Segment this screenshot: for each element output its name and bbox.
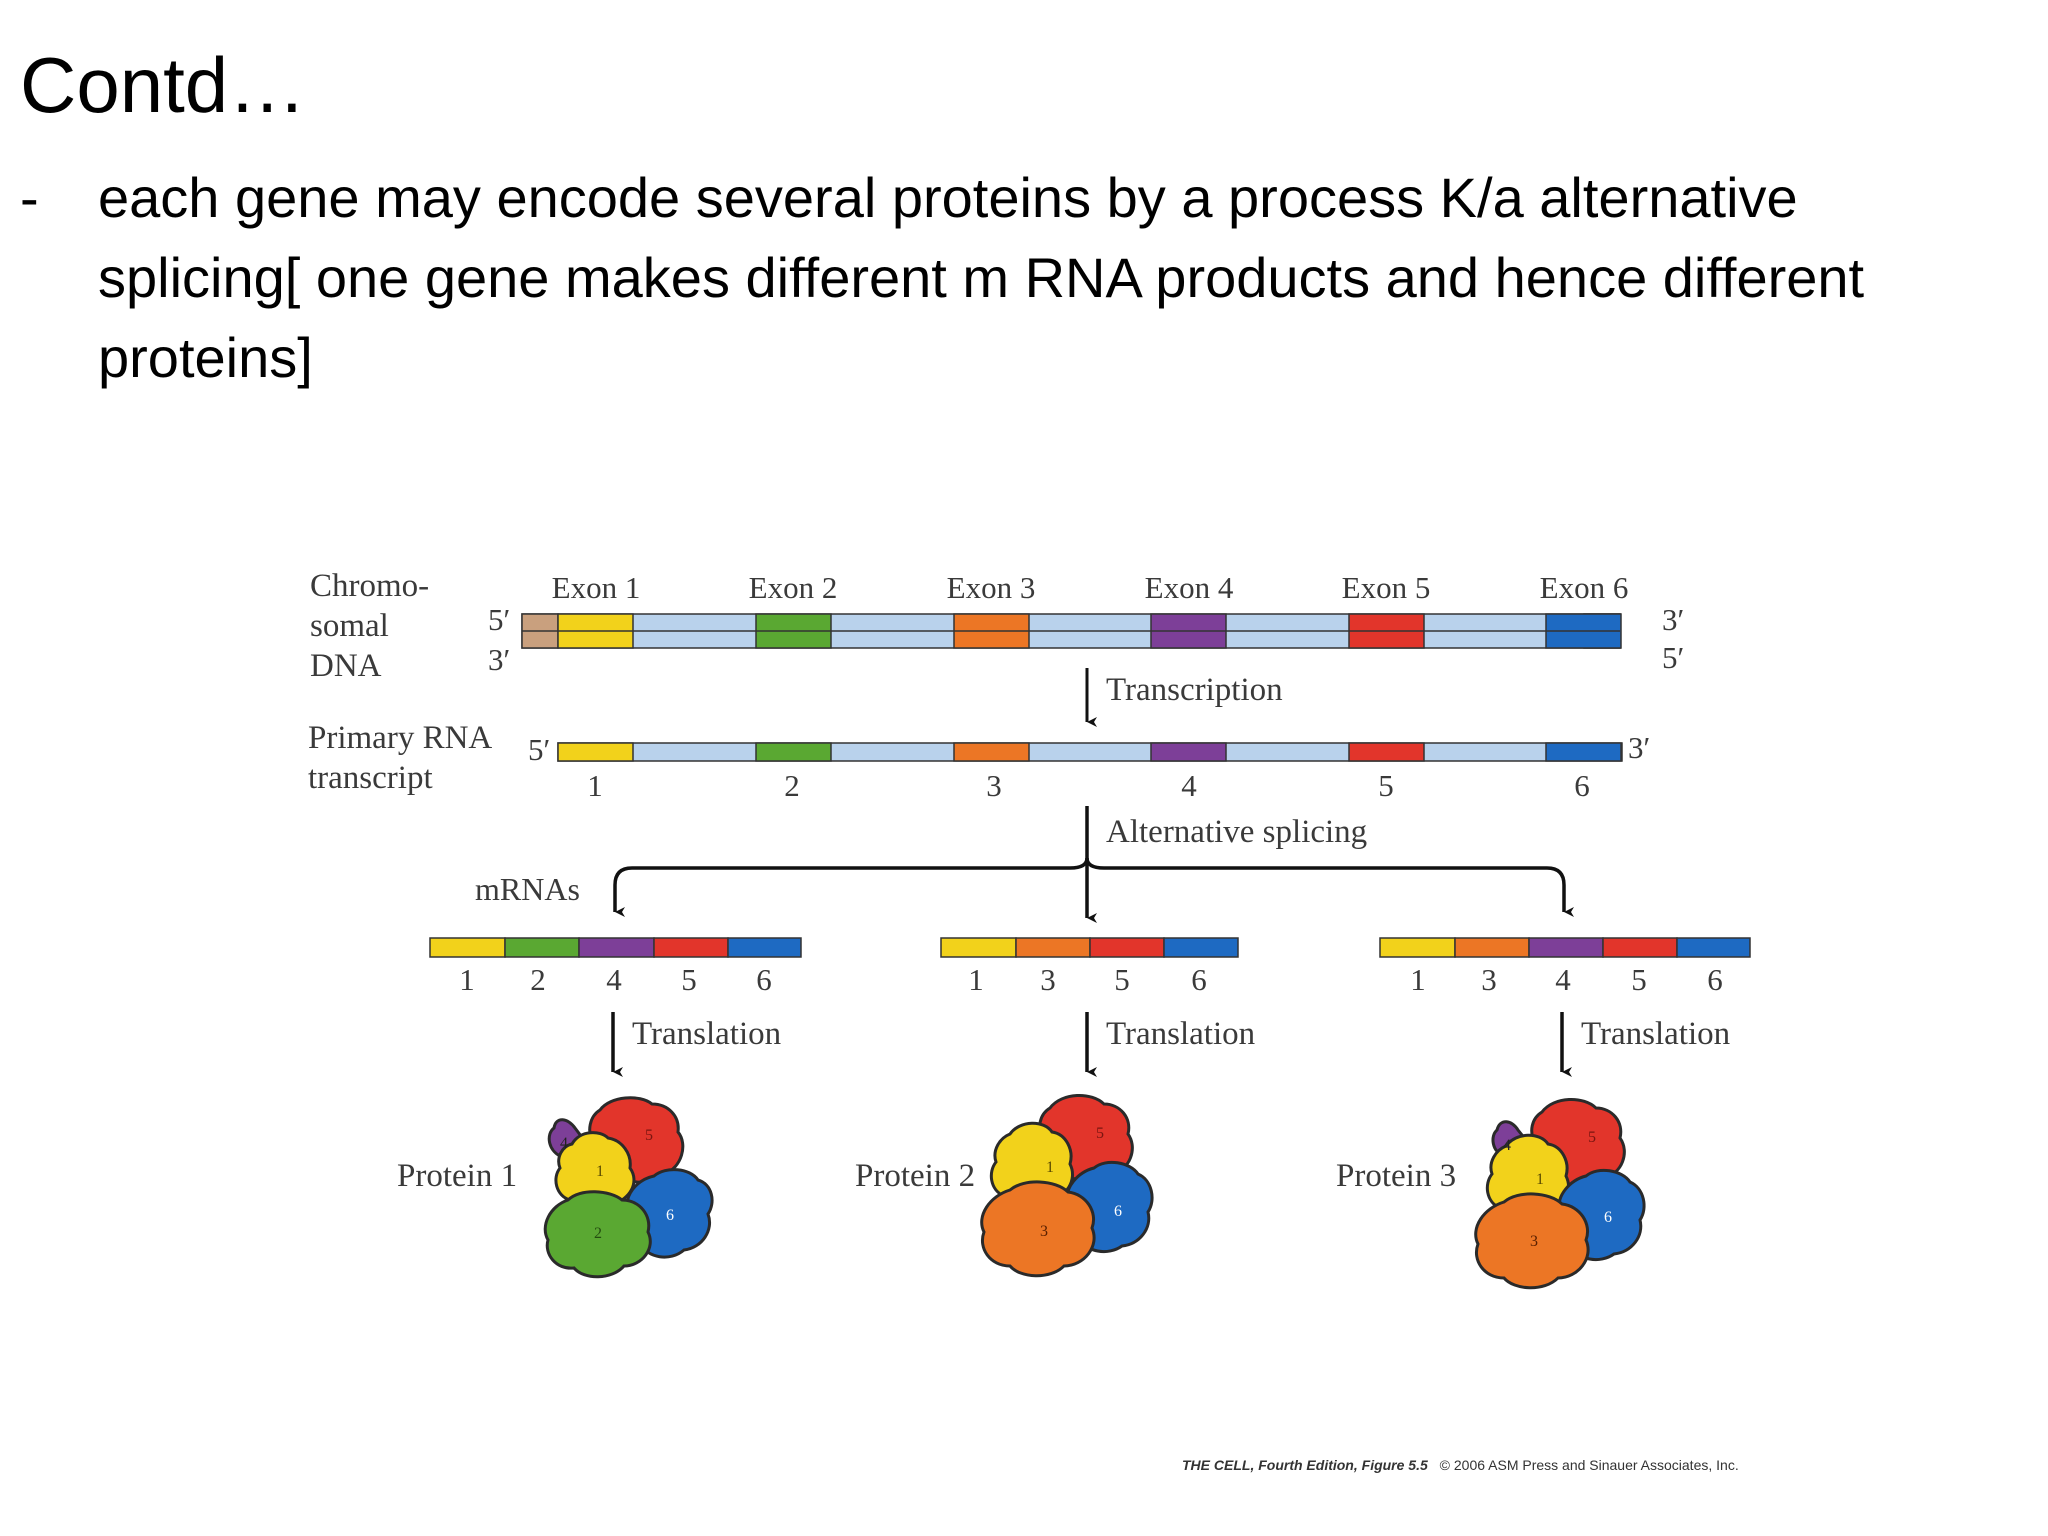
primary-transcript-label: Primary RNA transcript: [308, 720, 499, 796]
splicing-arrows: [613, 806, 1574, 923]
primary-number-4: 4: [1181, 768, 1197, 803]
p2-domain-label-1: 1: [1046, 1159, 1054, 1176]
mrna1-number-1: 1: [459, 962, 475, 997]
figure-credit: THE CELL, Fourth Edition, Figure 5.5 © 2…: [1182, 1457, 1739, 1473]
mrna-1: [429, 937, 802, 958]
translation-label-2: Translation: [1106, 1016, 1255, 1052]
mrnas-label: mRNAs: [475, 871, 580, 907]
mrna3-number-1: 1: [1410, 962, 1426, 997]
mrna1-number-5: 6: [756, 962, 772, 997]
translation-arrows: [611, 1012, 1572, 1077]
p2-domain-label-5: 5: [1096, 1125, 1104, 1142]
p1-domain-label-2: 2: [594, 1225, 602, 1242]
p3-domain-label-3: 3: [1530, 1233, 1538, 1250]
primary-5prime: 5′: [528, 732, 550, 767]
exon-label-2: Exon 2: [749, 570, 838, 605]
exon-label-1: Exon 1: [552, 570, 641, 605]
protein-label-2: Protein 2: [855, 1158, 975, 1194]
p3-domain-label-6: 6: [1604, 1209, 1612, 1226]
p1-domain-label-4: 4: [560, 1135, 568, 1152]
p3-domain-label-1: 1: [1536, 1171, 1544, 1188]
p1-domain-label-6: 6: [666, 1207, 674, 1224]
dna-3prime-top: 3′: [1662, 602, 1684, 637]
mrna3-number-5: 6: [1707, 962, 1723, 997]
mrna3-number-2: 3: [1481, 962, 1497, 997]
exon-label-4: Exon 4: [1145, 570, 1234, 605]
p3-domain-label-4: 4: [1503, 1137, 1511, 1154]
translation-label-1: Translation: [632, 1016, 781, 1052]
bullet-marker: -: [20, 166, 39, 229]
exon-label-3: Exon 3: [947, 570, 1036, 605]
p1-domain-label-5: 5: [645, 1127, 653, 1144]
mrna3-number-4: 5: [1631, 962, 1647, 997]
mrna-2: [940, 937, 1239, 958]
mrna2-number-4: 6: [1191, 962, 1207, 997]
p2-domain-label-3: 3: [1040, 1223, 1048, 1240]
mrna2-number-2: 3: [1040, 962, 1056, 997]
primary-transcript-bar: [557, 742, 1623, 762]
slide-title: Contd…: [20, 41, 307, 129]
primary-number-2: 2: [784, 768, 800, 803]
dna-5prime-top: 5′: [488, 602, 510, 637]
p1-domain-label-1: 1: [596, 1163, 604, 1180]
protein-1-structure: 4 5 1 2 6: [543, 1096, 714, 1279]
exon-label-6: Exon 6: [1540, 570, 1629, 605]
transcription-label: Transcription: [1106, 672, 1283, 708]
primary-number-5: 5: [1378, 768, 1394, 803]
bullet-point: - each gene may encode several proteins …: [20, 158, 2010, 398]
p3-domain-label-5: 5: [1588, 1129, 1596, 1146]
mrna1-number-2: 2: [530, 962, 546, 997]
dna-strand: [521, 613, 1622, 649]
mrna1-number-4: 5: [681, 962, 697, 997]
translation-label-3: Translation: [1581, 1016, 1730, 1052]
mrna2-number-3: 5: [1114, 962, 1130, 997]
primary-number-3: 3: [986, 768, 1002, 803]
primary-3prime: 3′: [1628, 730, 1650, 765]
mrna-3: [1379, 937, 1751, 958]
bullet-text: each gene may encode several proteins by…: [98, 166, 1865, 389]
mrna3-number-3: 4: [1555, 962, 1571, 997]
primary-number-6: 6: [1574, 768, 1590, 803]
dna-label: Chromo- somal DNA: [310, 568, 437, 684]
dna-3prime-bottom: 3′: [488, 642, 510, 677]
exon-label-5: Exon 5: [1342, 570, 1431, 605]
splicing-label: Alternative splicing: [1106, 814, 1367, 850]
protein-label-1: Protein 1: [397, 1158, 517, 1194]
primary-number-1: 1: [587, 768, 603, 803]
protein-3-structure: 4 5 1 3 6: [1474, 1097, 1646, 1290]
mrna2-number-1: 1: [968, 962, 984, 997]
dna-5prime-bottom: 5′: [1662, 640, 1684, 675]
protein-label-3: Protein 3: [1336, 1158, 1456, 1194]
mrna1-number-3: 4: [606, 962, 622, 997]
protein-2-structure: 5 1 3 6: [980, 1093, 1154, 1278]
p2-domain-label-6: 6: [1114, 1203, 1122, 1220]
